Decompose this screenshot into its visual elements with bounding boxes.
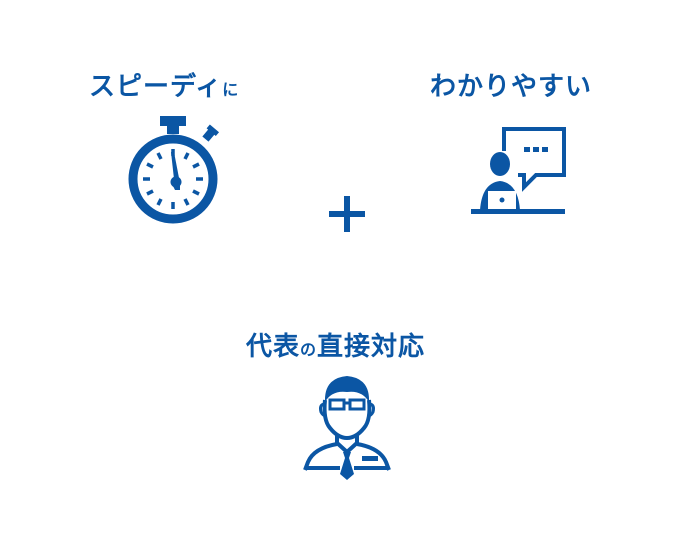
feature-direct-label-main: 代表 <box>246 332 301 362</box>
feature-direct-label-particle: の <box>300 340 318 359</box>
feature-speedy-label-main: スピーディ <box>89 72 223 102</box>
feature-clear-label: わかりやすい <box>430 66 592 103</box>
feature-speedy-label-suffix: に <box>222 80 240 99</box>
feature-direct-label-tail: 直接対応 <box>317 332 426 362</box>
plus-icon <box>329 196 365 232</box>
consultation-chat-icon <box>471 127 566 214</box>
businessman-icon <box>303 376 391 480</box>
feature-clear-label-main: わかりやすい <box>430 72 593 102</box>
feature-direct-label: 代表の直接対応 <box>246 326 425 363</box>
stopwatch-icon <box>128 116 220 224</box>
feature-speedy-label: スピーディに <box>89 66 239 103</box>
